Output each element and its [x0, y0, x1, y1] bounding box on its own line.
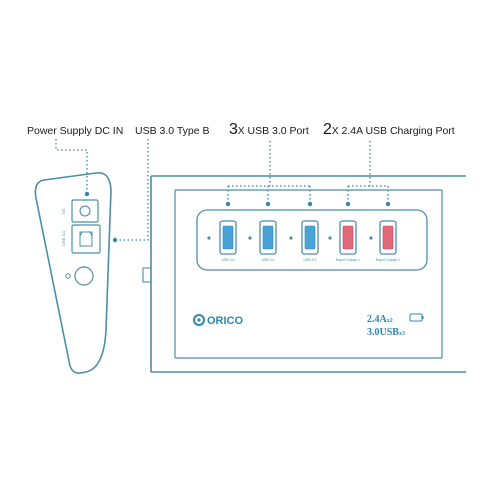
typeb-port-shape — [79, 231, 93, 247]
dc-jack-hole — [79, 205, 91, 217]
port-label-5: Rapid Charge ≡ — [376, 258, 401, 262]
port-label-4: Rapid Charge ≡ — [336, 258, 361, 262]
spec-line-1-main: 2.4A — [367, 314, 388, 325]
charge-dot-1 — [345, 201, 351, 207]
usb30-port-1: USB 3.0 — [207, 220, 237, 262]
side-label-usb: USB 3.0 — [61, 230, 66, 246]
orico-logo-icon — [193, 314, 205, 326]
dc-jack-box — [71, 199, 99, 223]
typeb-leader-dot — [112, 237, 118, 243]
charge-dot-2 — [385, 201, 391, 207]
charging-ports-count: 2 — [323, 121, 332, 138]
port-label-1: USB 3.0 — [221, 258, 234, 262]
usb30-typeb-label: USB 3.0 Type B — [135, 125, 210, 137]
port-label-2: USB 3.0 — [261, 258, 274, 262]
spec-line-2: 3.0USBx3 — [367, 327, 405, 338]
spec-line-2-main: 3.0USB — [367, 327, 399, 338]
power-supply-label: Power Supply DC IN — [27, 125, 124, 137]
usb30-dot-2 — [265, 201, 271, 207]
usb30-port-2: USB 3.0 — [248, 220, 277, 262]
battery-icon — [409, 313, 423, 322]
charge-port-1: Rapid Charge ≡ — [328, 220, 361, 262]
spec-line-2-sub: x3 — [399, 331, 405, 337]
power-button — [74, 266, 94, 286]
power-leader-line — [55, 139, 88, 193]
led-dot — [65, 273, 71, 279]
typeb-port-box — [71, 224, 101, 254]
usb30-dot-3 — [307, 201, 313, 207]
usb30-ports-count: 3 — [229, 121, 238, 138]
usb30-ports-text: USB 3.0 Port — [247, 125, 309, 137]
spec-block: 2.4Ax2 3.0USBx3 — [367, 313, 424, 338]
side-label-dc: DC — [61, 208, 66, 214]
side-view — [34, 172, 112, 374]
usb30-port-3: USB 3.0 — [289, 220, 319, 262]
usb-ports: USB 3.0 USB 3.0 USB 3.0 Rapid Ch — [207, 220, 401, 262]
usb30-ports-x: X — [237, 126, 245, 137]
charge-port-2: Rapid Charge ≡ — [369, 220, 401, 262]
port-label-3: USB 3.0 — [303, 258, 316, 262]
orico-logo: ORICO — [193, 314, 244, 327]
usb30-ports-label: 3X USB 3.0 Port — [229, 121, 309, 139]
leader-dots — [84, 191, 391, 243]
spec-line-1: 2.4Ax2 — [367, 314, 393, 325]
side-view-outline — [34, 172, 112, 374]
spec-line-1-sub: x2 — [387, 318, 393, 324]
charging-ports-text: 2.4A USB Charging Port — [341, 125, 455, 137]
typeb-leader-line — [116, 139, 149, 241]
charging-ports-label: 2X 2.4A USB Charging Port — [323, 121, 455, 139]
leader-lines — [55, 139, 389, 241]
front-view — [142, 175, 466, 373]
charging-ports-x: X — [331, 126, 339, 137]
power-leader-dot — [84, 191, 90, 197]
brand-text: ORICO — [207, 315, 244, 327]
port-bay — [196, 209, 428, 271]
usb30-dot-1 — [225, 201, 231, 207]
housing-side-tab — [142, 267, 152, 283]
